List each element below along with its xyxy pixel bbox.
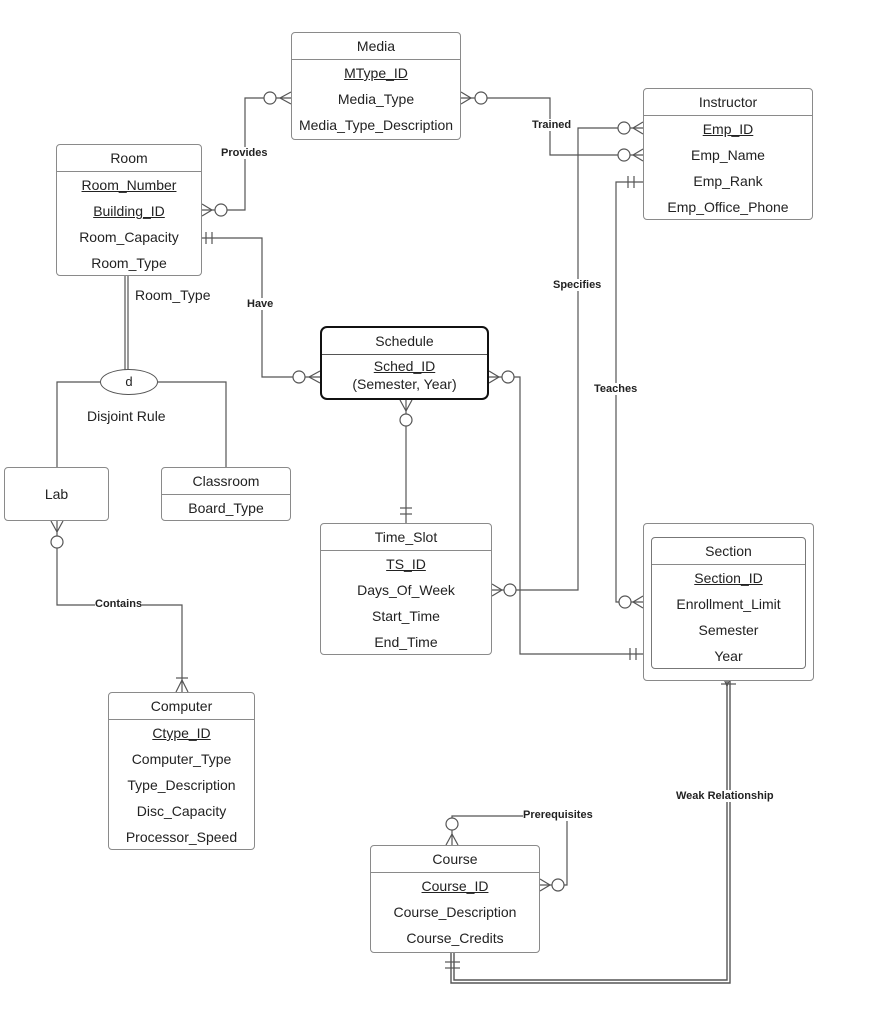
attribute: Disc_Capacity xyxy=(136,803,227,819)
disjoint-symbol: d xyxy=(100,369,158,395)
attribute: Media_Type xyxy=(337,91,415,107)
attribute: Course_Description xyxy=(393,904,517,920)
attribute: Semester xyxy=(698,622,759,638)
relationship-contains: Contains xyxy=(95,598,143,610)
primary-key: MType_ID xyxy=(344,65,408,81)
attribute: Emp_Rank xyxy=(693,173,763,189)
primary-key: TS_ID xyxy=(386,556,426,572)
primary-key: Course_ID xyxy=(421,878,489,894)
entity-schedule: Schedule Sched_ID (Semester, Year) xyxy=(320,326,489,400)
attribute: Days_Of_Week xyxy=(357,582,455,598)
relationship-specifies: Specifies xyxy=(553,279,602,291)
entity-title: Classroom xyxy=(162,468,290,495)
relationship-prerequisites: Prerequisites xyxy=(523,809,593,821)
entity-lab: Lab xyxy=(4,467,109,521)
entity-section-outer: Section Section_ID Enrollment_Limit Seme… xyxy=(643,523,814,681)
entity-title: Media xyxy=(292,33,460,60)
entity-title: Schedule xyxy=(322,328,487,355)
primary-key: Ctype_ID xyxy=(152,725,211,741)
attribute: Room_Type xyxy=(91,255,167,271)
attribute: Media_Type_Description xyxy=(298,117,454,133)
entity-title: Instructor xyxy=(644,89,812,116)
attribute: End_Time xyxy=(374,634,438,650)
entity-classroom: Classroom Board_Type xyxy=(161,467,291,521)
entity-course: Course Course_ID Course_Description Cour… xyxy=(370,845,540,953)
entity-title: Section xyxy=(652,538,805,565)
primary-key: Building_ID xyxy=(93,203,165,219)
disjoint-rule-label: Disjoint Rule xyxy=(87,408,166,424)
entity-title: Time_Slot xyxy=(321,524,491,551)
attribute: Room_Capacity xyxy=(79,229,179,245)
entity-title: Computer xyxy=(109,693,254,720)
relationship-trained: Trained xyxy=(532,119,572,131)
attribute: Emp_Office_Phone xyxy=(667,199,789,215)
entity-section: Section Section_ID Enrollment_Limit Seme… xyxy=(651,537,806,669)
attribute: Board_Type xyxy=(188,500,264,516)
relationship-provides: Provides xyxy=(221,147,268,159)
primary-key: Sched_ID xyxy=(373,358,436,374)
entity-time-slot: Time_Slot TS_ID Days_Of_Week Start_Time … xyxy=(320,523,492,655)
relationship-teaches: Teaches xyxy=(594,383,638,395)
relationship-have: Have xyxy=(247,298,274,310)
entity-title: Course xyxy=(371,846,539,873)
attribute: Computer_Type xyxy=(131,751,232,767)
primary-key: Room_Number xyxy=(81,177,177,193)
discriminator-label: Room_Type xyxy=(135,287,211,303)
attribute: Type_Description xyxy=(127,777,236,793)
relationship-weak: Weak Relationship xyxy=(676,790,774,802)
attribute: Course_Credits xyxy=(406,930,504,946)
entity-media: Media MType_ID Media_Type Media_Type_Des… xyxy=(291,32,461,140)
attribute: Emp_Name xyxy=(691,147,765,163)
primary-key: Section_ID xyxy=(694,570,763,586)
primary-key: Emp_ID xyxy=(702,121,754,137)
entity-computer: Computer Ctype_ID Computer_Type Type_Des… xyxy=(108,692,255,850)
entity-title: Room xyxy=(57,145,201,172)
attribute: (Semester, Year) xyxy=(352,376,457,392)
attribute: Processor_Speed xyxy=(125,829,238,845)
entity-instructor: Instructor Emp_ID Emp_Name Emp_Rank Emp_… xyxy=(643,88,813,220)
attribute: Year xyxy=(714,648,743,664)
attribute: Enrollment_Limit xyxy=(676,596,781,612)
attribute-block: Sched_ID (Semester, Year) xyxy=(322,355,487,397)
entity-room: Room Room_Number Building_ID Room_Capaci… xyxy=(56,144,202,276)
attribute: Start_Time xyxy=(372,608,440,624)
